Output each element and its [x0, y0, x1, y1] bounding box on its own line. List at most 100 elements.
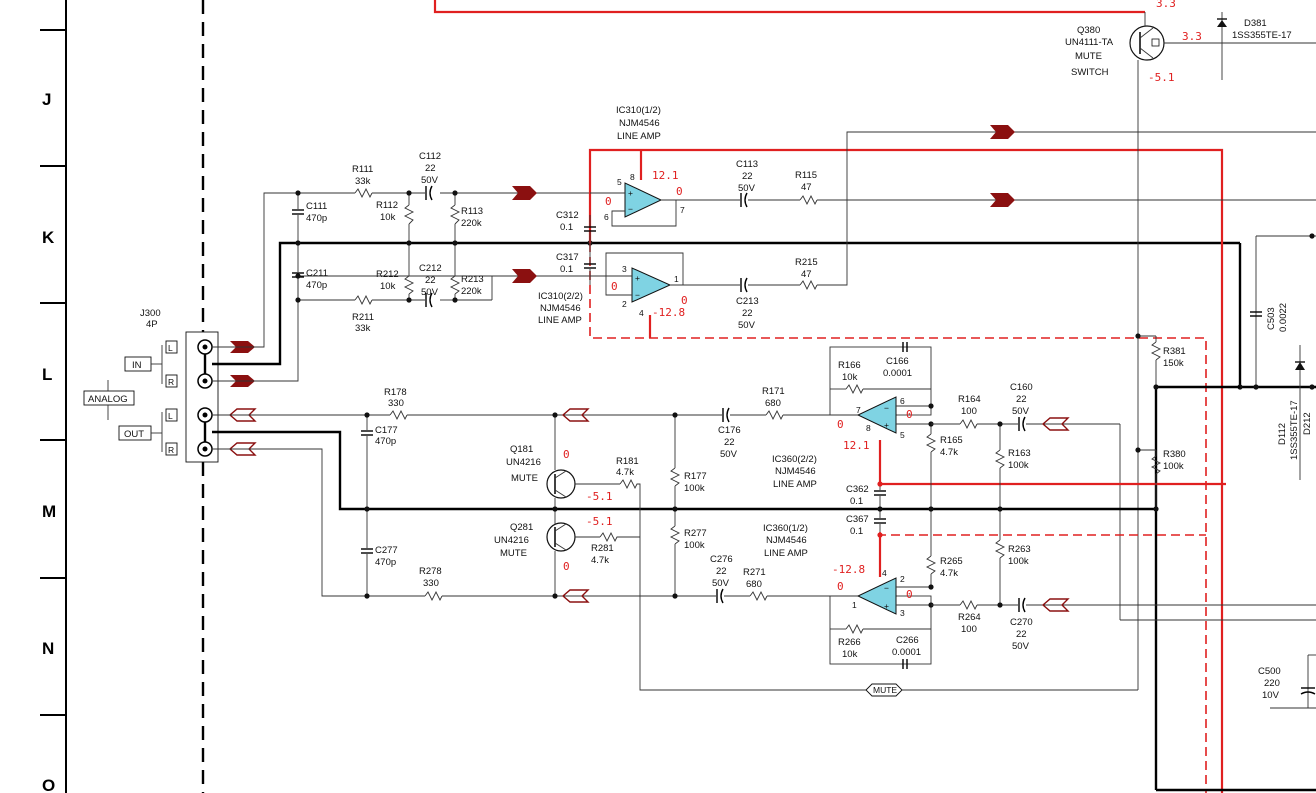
svg-text:+: +	[628, 188, 633, 198]
ic360a-part: NJM4546	[766, 535, 807, 546]
row-label-j: J	[42, 90, 51, 109]
ic360a-func: LINE AMP	[764, 548, 808, 559]
r111-val: 33k	[355, 176, 371, 187]
ic310a-func: LINE AMP	[617, 131, 661, 142]
c113-volt: 50V	[738, 183, 756, 194]
ic310a-pin7: 7	[680, 205, 685, 215]
r164-val: 100	[961, 406, 977, 417]
input-wiring: C111 470p C211 470p R111 33k R211 33k R1…	[212, 151, 1316, 456]
r264-ref: R264	[958, 612, 981, 623]
ic360a-volt-b: 0	[906, 588, 913, 601]
ic360a-opamp	[856, 577, 897, 615]
c177-val: 470p	[375, 436, 396, 447]
q281-part: UN4216	[494, 535, 529, 546]
r113-ref: R113	[461, 206, 483, 217]
ic360b-pin5: 5	[900, 430, 905, 440]
r266-val: 10k	[842, 649, 858, 660]
ic360b-pin8: 8	[866, 423, 871, 433]
ic310a-part: NJM4546	[619, 118, 660, 129]
q380-func1: MUTE	[1075, 51, 1102, 62]
r263-val: 100k	[1008, 556, 1029, 567]
c276-val: 22	[716, 566, 727, 577]
c111-ref: C111	[306, 201, 327, 212]
r166-ref: R166	[838, 360, 861, 371]
ic310b-name: IC310(2/2)	[538, 291, 583, 302]
c160-volt: 50V	[1012, 406, 1030, 417]
q281-volt-bot: 0	[563, 560, 570, 573]
c312-val: 0.1	[560, 222, 573, 233]
ic310b-pin4: 4	[639, 308, 644, 318]
r271-val: 680	[746, 579, 762, 590]
ic310a-volt-supply: 12.1	[652, 169, 679, 182]
analog-label: ANALOG	[88, 394, 128, 405]
r215-val: 47	[801, 269, 812, 280]
svg-text:+: +	[635, 273, 640, 283]
q181-part: UN4216	[506, 457, 541, 468]
row-label-k: K	[42, 228, 55, 247]
c212-volt: 50V	[421, 287, 439, 298]
ic360a-volt-a: 0	[837, 580, 844, 593]
ic310a-opamp	[624, 182, 663, 218]
c367-val: 0.1	[850, 526, 863, 537]
svg-text:−: −	[628, 204, 633, 214]
r171-ref: R171	[762, 386, 785, 397]
ic360b-part: NJM4546	[775, 466, 816, 477]
svg-text:−: −	[884, 403, 889, 413]
c177-ref: C177	[375, 425, 398, 436]
r112-ref: R112	[376, 200, 398, 211]
row-label-n: N	[42, 639, 54, 658]
c211-val: 470p	[306, 280, 327, 291]
c113-val: 22	[742, 171, 753, 182]
r164-ref: R164	[958, 394, 981, 405]
c317-val: 0.1	[560, 264, 573, 275]
q281-ref: Q281	[510, 522, 533, 533]
ic360a-pin4: 4	[882, 568, 887, 578]
r271-ref: R271	[743, 567, 766, 578]
r165-ref: R165	[940, 435, 963, 446]
q380-volt3: -5.1	[1148, 71, 1175, 84]
right-edge-section: C503 0.0022 D112 1SS355TE-17 D212 C500 2…	[1119, 233, 1316, 792]
c213-ref: C213	[736, 296, 759, 307]
r277-val: 100k	[684, 540, 705, 551]
ic360b-func: LINE AMP	[773, 479, 817, 490]
c277-ref: C277	[375, 545, 398, 556]
r178-ref: R178	[384, 387, 407, 398]
c276-volt: 50V	[712, 578, 730, 589]
r380-ref: R380	[1163, 449, 1186, 460]
ic360b-pin6: 6	[900, 396, 905, 406]
c166-val: 0.0001	[883, 368, 912, 379]
c503-val: 0.0022	[1278, 303, 1289, 332]
c277-val: 470p	[375, 557, 396, 568]
c266-val: 0.0001	[892, 647, 921, 658]
jack-l-in: L	[168, 343, 173, 353]
d381-part: 1SS355TE-17	[1232, 30, 1292, 41]
c212-val: 22	[425, 275, 436, 286]
ic360a-name: IC360(1/2)	[763, 523, 808, 534]
ic310b-volt-out: 0	[681, 294, 688, 307]
c317-ref: C317	[556, 252, 579, 263]
r213-val: 220k	[461, 286, 482, 297]
r281-val: 4.7k	[591, 555, 609, 566]
c362-val: 0.1	[850, 496, 863, 507]
c166-ref: C166	[886, 356, 909, 367]
c500-val: 220	[1264, 678, 1280, 689]
q380-volt1: 3.3	[1182, 30, 1202, 43]
c362-ref: C362	[846, 484, 869, 495]
r171-val: 680	[765, 398, 781, 409]
q380-ref: Q380	[1077, 25, 1100, 36]
j300-ref: J300	[140, 308, 161, 319]
r181-ref: R181	[616, 456, 639, 467]
jack-r-in: R	[168, 377, 174, 387]
c111-val: 470p	[306, 213, 327, 224]
ic360a-pin3: 3	[900, 608, 905, 618]
q281-func: MUTE	[500, 548, 527, 559]
c176-val: 22	[724, 437, 735, 448]
c270-val: 22	[1016, 629, 1027, 640]
c312-ref: C312	[556, 210, 579, 221]
c211-ref: C211	[306, 268, 328, 279]
d381-ref: D381	[1244, 18, 1267, 29]
c270-ref: C270	[1010, 617, 1033, 628]
r278-ref: R278	[419, 566, 442, 577]
ic310b-pin1: 1	[674, 274, 679, 284]
